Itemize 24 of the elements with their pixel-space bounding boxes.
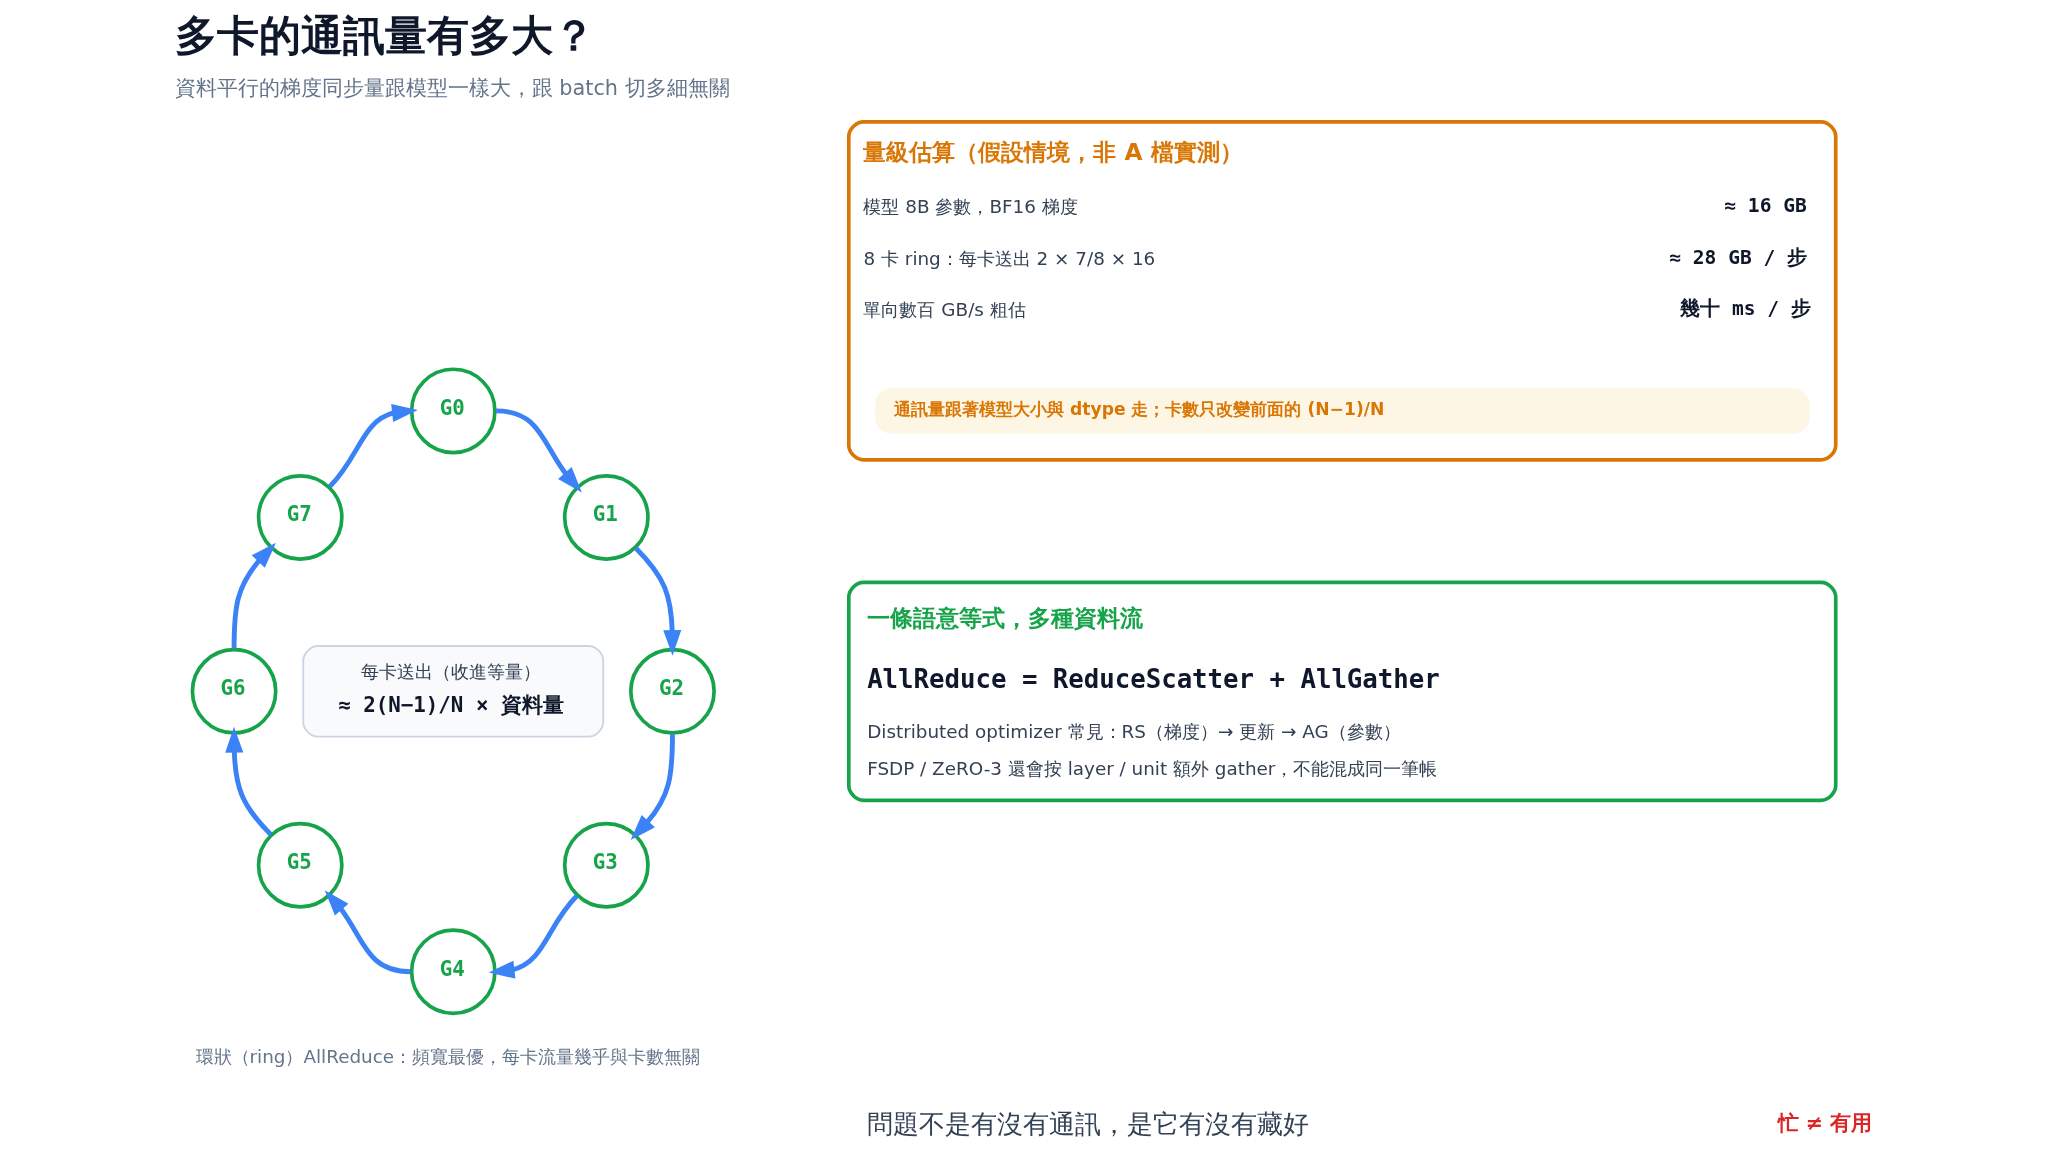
node-box: 通訊量跟著模型大小與 dtype 走；卡數只改變前面的 (N−1)/N: [874, 388, 1809, 434]
arrow: [495, 408, 582, 493]
caption: 問題不是有沒有通訊，是它有沒有藏好: [866, 1108, 1309, 1139]
node-box: 一條語意等式，多種資料流 AllReduce = ReduceScatter + AllGather Distributed optimizer 常見：RS（梯度）→ 更新 → AG（參數） FSDP / ZeRO-3 還會按 layer / unit 額外 gather，不能混成同一筆帳: [846, 580, 1838, 803]
node-circle: G7: [256, 473, 344, 561]
node-circle: G6: [190, 647, 278, 735]
arrow: [324, 890, 411, 975]
node-circle: G2: [628, 647, 716, 735]
arrow: [488, 894, 579, 979]
node-circle: G0: [409, 367, 497, 455]
node-box: 每卡送出（收進等量） ≈ 2(N−1)/N × 資料量: [301, 645, 604, 738]
diagram-title: 多卡的通訊量有多大？: [174, 10, 595, 60]
arrow: [327, 404, 418, 489]
arrow: [224, 726, 273, 837]
label: 資料平行的梯度同步量跟模型一樣大，跟 batch 切多細無關: [174, 76, 730, 101]
node-circle: G3: [562, 821, 650, 909]
node-circle: G4: [409, 928, 497, 1016]
arrow: [630, 734, 675, 840]
arrow: [633, 546, 681, 656]
label: 忙 ≠ 有用: [1777, 1110, 1872, 1135]
arrow: [231, 542, 276, 649]
node-circle: G1: [562, 473, 650, 561]
node-circle: G5: [256, 821, 344, 909]
label: 環狀（ring）AllReduce：頻寬最優，每卡流量幾乎與卡數無關: [195, 1045, 700, 1067]
